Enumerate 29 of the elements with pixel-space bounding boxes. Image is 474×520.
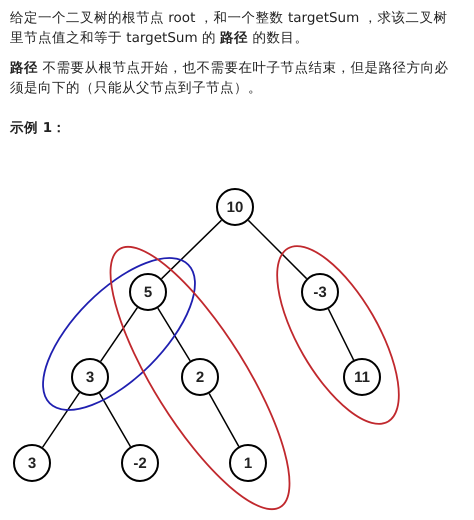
tree-node-circle xyxy=(216,188,254,226)
node-value: -3 xyxy=(313,284,327,300)
node-value: 3 xyxy=(28,454,36,472)
tree-edge xyxy=(248,220,308,280)
tree-node-circle xyxy=(229,444,267,482)
tree-node-circle xyxy=(71,358,109,396)
node-value: 5 xyxy=(144,284,152,300)
example-heading: 示例 1： xyxy=(10,119,68,138)
tree-node-circle xyxy=(343,358,381,396)
node-value: 2 xyxy=(196,368,204,386)
tree-edge xyxy=(161,220,222,280)
description-text: 路径 不需要从根节点开始，也不需要在叶子节点结束，但是路径方向必须是向下的（只能从父节点到子节点）。 xyxy=(10,59,450,98)
tree-edge xyxy=(100,307,138,362)
tree-edge xyxy=(208,393,240,447)
tree-edge xyxy=(157,308,191,362)
tree-node-circle xyxy=(301,273,339,311)
tree-node-circle xyxy=(13,444,51,482)
node-value: -2 xyxy=(133,454,147,472)
tree-node-circle xyxy=(181,358,219,396)
node-value: 1 xyxy=(244,454,252,472)
tree-edge xyxy=(98,393,132,447)
tree-edge xyxy=(42,392,80,448)
description-text: 给定一个二叉树的根节点 root ，和一个整数 targetSum ，求该二叉树里节点值之和等于 targetSum 的 路径 的数目。 xyxy=(10,9,449,48)
node-value: 11 xyxy=(354,368,370,386)
tree-node-circle xyxy=(129,273,167,311)
node-value: 10 xyxy=(226,198,244,216)
node-value: 3 xyxy=(86,368,94,386)
tree-edge xyxy=(328,308,354,360)
tree-node-circle xyxy=(121,444,159,482)
